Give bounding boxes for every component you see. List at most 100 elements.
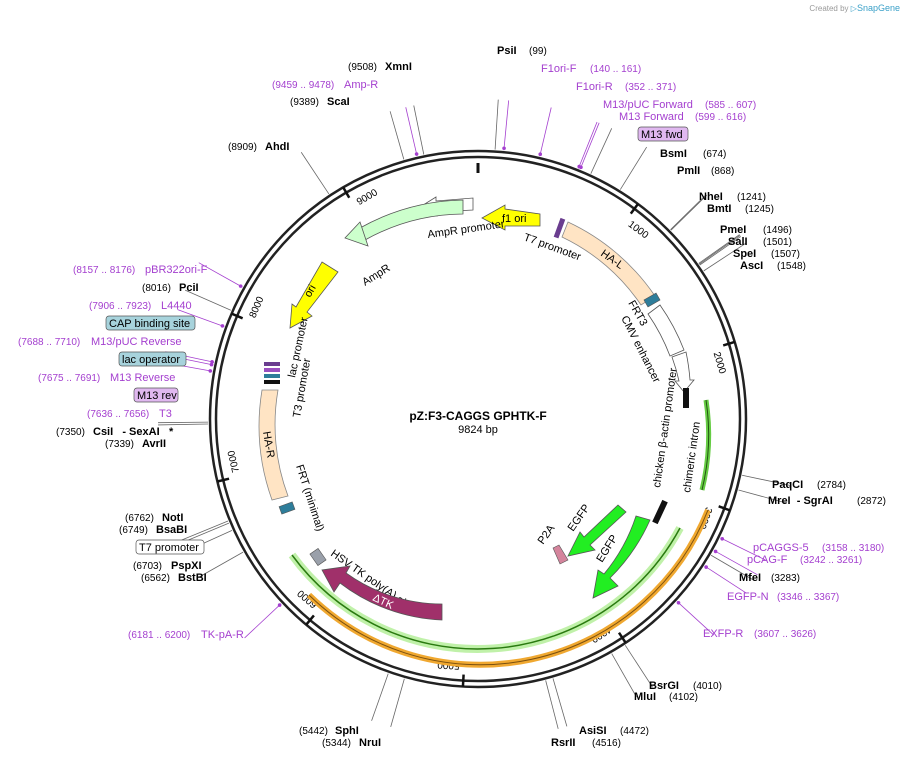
ha-r-label: HA-R: [260, 430, 276, 459]
primer-leader-6: [704, 565, 747, 594]
enzyme-pmei-pos: (1496): [763, 225, 792, 236]
m13-rev-box: [133, 387, 179, 403]
enzyme-spei-pos: (1507): [771, 249, 800, 260]
primer-pcag-f-pos: (3242 .. 3261): [800, 555, 862, 566]
enzyme-bsrgi: BsrGI: [649, 680, 679, 692]
primer-m13-puc-reverse: M13/pUC Reverse: [91, 336, 181, 348]
enzyme-leader-8: [703, 243, 746, 272]
enzyme-leader-4: [670, 194, 708, 231]
primer-egfp-n-pos: (3346 .. 3367): [777, 592, 839, 603]
primer-leader-5: [713, 550, 758, 576]
enzyme-leader-5: [698, 234, 740, 264]
enzyme-leader-3: [670, 194, 707, 230]
primer-m13-forward-pos: (599 .. 616): [695, 112, 746, 123]
primer-leader-2: [578, 121, 598, 169]
enzyme-mlui: MluI: [634, 691, 656, 703]
primer-exfp-r-pos: (3607 .. 3626): [754, 629, 816, 640]
primer-m13-forward: M13 Forward: [619, 111, 684, 123]
enzyme-leader-23: [158, 423, 209, 426]
primer-tk-pa-r-pos: (6181 .. 6200): [128, 630, 190, 641]
enzyme-leader-19: [199, 551, 244, 578]
green-long-arc-line: [291, 527, 681, 650]
credit-brand: SnapGene: [856, 3, 900, 13]
ampr-arrowhead: [344, 221, 369, 247]
primer-f1ori-r: F1ori-R: [576, 81, 613, 93]
enzyme-leader-21: [182, 522, 230, 543]
enzyme-bsrgi-pos: (4010): [693, 681, 722, 692]
enzyme-leader-14: [552, 678, 568, 727]
enzyme-xmni: XmnI: [385, 61, 412, 73]
ori-arrow: [289, 261, 339, 329]
primer-pbr322ori-f-pos: (8157 .. 8176): [73, 265, 135, 276]
lac-stack-4: [264, 380, 280, 384]
primer-exfp-r: EXFP-R: [703, 628, 743, 640]
enzyme-rsrii: RsrII: [551, 737, 575, 749]
t7-promoter-bar: [553, 217, 566, 239]
lac-operator-box: [118, 351, 187, 367]
primer-f1ori-f: F1ori-F: [541, 63, 577, 75]
enzyme-leader-16: [371, 673, 389, 721]
m13-fwd-box-label: M13 fwd: [641, 129, 683, 141]
lac-operator-box-label: lac operator: [122, 354, 180, 366]
enzyme-bsabi: BsaBI: [156, 524, 187, 536]
enzyme-leader-27: [413, 105, 425, 155]
enzyme-leader-0: [494, 99, 499, 150]
egfp-arrow: [592, 515, 651, 599]
enzyme-nrui: NruI: [359, 737, 381, 749]
chimeric-intron-label: chimeric intron: [681, 421, 703, 494]
tick-7000: [217, 477, 230, 483]
enzyme-bmti: BmtI: [707, 203, 731, 215]
enzyme-spei: SpeI: [733, 248, 756, 260]
primer-pcag-f: pCAG-F: [747, 554, 788, 566]
primer-site-6: [704, 565, 708, 569]
primer-site-8: [277, 603, 282, 607]
ori-label: ori: [302, 283, 319, 300]
enzyme-leader-15: [545, 680, 559, 729]
enzyme-bsabi-pos: (6749): [119, 525, 148, 536]
f1-ori-arrow: [481, 204, 541, 231]
primer-pbr322ori-f: pBR322ori-F: [145, 264, 208, 276]
enzyme-sphi: SphI: [335, 725, 359, 737]
enzyme-xmni-pos: (9508): [348, 62, 377, 73]
enzyme-leader-22: [158, 421, 209, 424]
cba-promoter-label: chicken β-actin promoter: [651, 367, 680, 488]
primer-site-10: [209, 362, 214, 367]
enzyme-leader-17: [390, 678, 405, 727]
enzyme-nrui-pos: (5344): [322, 738, 351, 749]
ha-r-arrow: [258, 389, 289, 501]
ampr-label: AmpR: [360, 262, 392, 288]
enzyme-bstbi: BstBI: [178, 572, 207, 584]
enzyme-leader-24: [184, 289, 232, 311]
primer-m13-puc-forward-pos: (585 .. 607): [705, 100, 756, 111]
enzyme-pcii: PciI: [179, 282, 199, 294]
tick-label-7000: 7000: [226, 449, 242, 474]
primer-t3: T3: [159, 408, 172, 420]
delta-tk-arrow: [321, 565, 443, 621]
tick-1000: [629, 203, 639, 215]
primer-site-3: [579, 165, 583, 170]
enzyme-leader-13: [611, 653, 637, 698]
backbone-outer: [208, 149, 748, 689]
primer-site-14: [414, 152, 419, 156]
primer-pcaggs-5: pCAGGS-5: [753, 542, 809, 554]
cba-promoter-arrow: [671, 351, 695, 393]
enzyme-mfei: MfeI: [739, 572, 761, 584]
primer-pcaggs-5-pos: (3158 .. 3180): [822, 543, 884, 554]
cba-black-bar: [683, 388, 689, 408]
primer-f1ori-r-pos: (352 .. 371): [625, 82, 676, 93]
enzyme-pmli: PmlI: [677, 165, 700, 177]
primer-m13-reverse-pos: (7675 .. 7691): [38, 373, 100, 384]
enzyme-leader-2: [619, 146, 648, 190]
primer-leader-3: [579, 122, 600, 170]
orange-selection-arc-line: [308, 509, 709, 666]
enzyme-psii: PsiI: [497, 45, 517, 57]
enzyme-pmei: PmeI: [720, 224, 746, 236]
enzyme-leader-26: [389, 111, 405, 160]
primer-amp-r: Amp-R: [344, 79, 378, 91]
primer-leader-14: [405, 107, 418, 157]
tick-2000: [722, 340, 736, 347]
primer-leader-12: [177, 309, 225, 327]
primer-site-0: [502, 146, 506, 151]
enzyme-leader-1: [590, 128, 613, 174]
